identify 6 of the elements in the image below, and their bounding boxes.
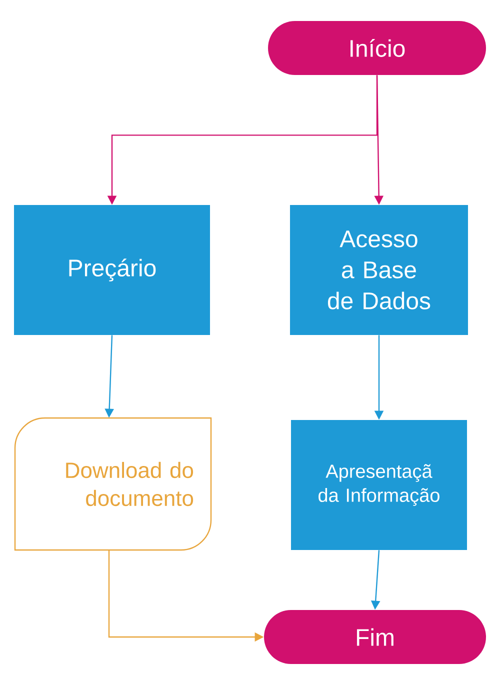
terminal-pill: Fim xyxy=(264,610,486,664)
document-box: Download do documento xyxy=(14,417,212,551)
process-box: Apresentaçã da Informação xyxy=(291,420,467,550)
terminal-pill: Início xyxy=(268,21,486,75)
process-box: Acesso a Base de Dados xyxy=(290,205,468,335)
process-box: Preçário xyxy=(14,205,210,335)
